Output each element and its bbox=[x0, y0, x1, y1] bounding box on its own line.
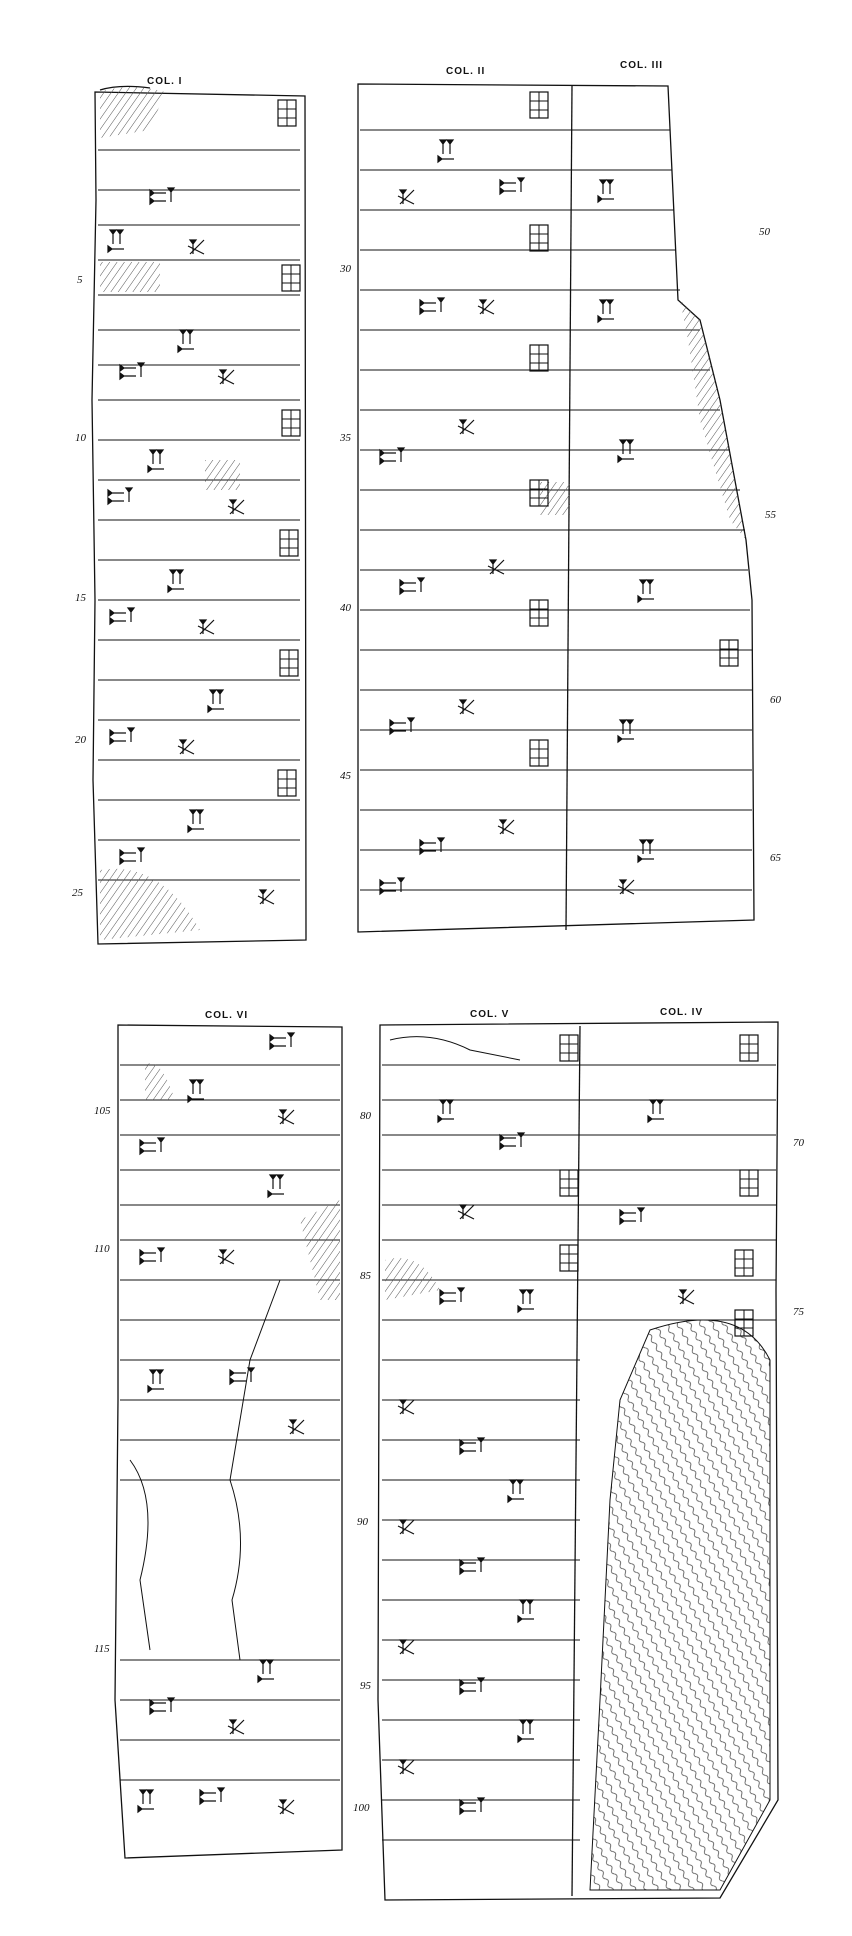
line-number: 15 bbox=[75, 592, 86, 604]
line-number: 100 bbox=[353, 1802, 370, 1814]
line-number: 5 bbox=[77, 274, 83, 286]
line-number: 60 bbox=[770, 694, 781, 706]
line-number: 105 bbox=[94, 1105, 111, 1117]
line-number: 65 bbox=[770, 852, 781, 864]
line-number: 50 bbox=[759, 226, 770, 238]
line-number: 90 bbox=[357, 1516, 368, 1528]
line-number: 70 bbox=[793, 1137, 804, 1149]
line-number: 40 bbox=[340, 602, 351, 614]
column-heading-col-i: COL. I bbox=[147, 76, 183, 87]
line-number: 80 bbox=[360, 1110, 371, 1122]
column-heading-col-vi: COL. VI bbox=[205, 1010, 249, 1021]
line-number: 55 bbox=[765, 509, 776, 521]
line-number: 30 bbox=[340, 263, 351, 275]
line-number: 10 bbox=[75, 432, 86, 444]
column-heading-col-v: COL. V bbox=[470, 1009, 510, 1020]
column-heading-col-iv: COL. IV bbox=[660, 1007, 704, 1018]
column-heading-col-ii: COL. II bbox=[446, 66, 486, 77]
line-number: 35 bbox=[340, 432, 351, 444]
line-number: 20 bbox=[75, 734, 86, 746]
line-number: 115 bbox=[94, 1643, 110, 1655]
line-number: 45 bbox=[340, 770, 351, 782]
line-number: 75 bbox=[793, 1306, 804, 1318]
line-number: 85 bbox=[360, 1270, 371, 1282]
line-number: 95 bbox=[360, 1680, 371, 1692]
column-heading-col-iii: COL. III bbox=[620, 60, 663, 71]
line-number: 110 bbox=[94, 1243, 110, 1255]
line-number: 25 bbox=[72, 887, 83, 899]
